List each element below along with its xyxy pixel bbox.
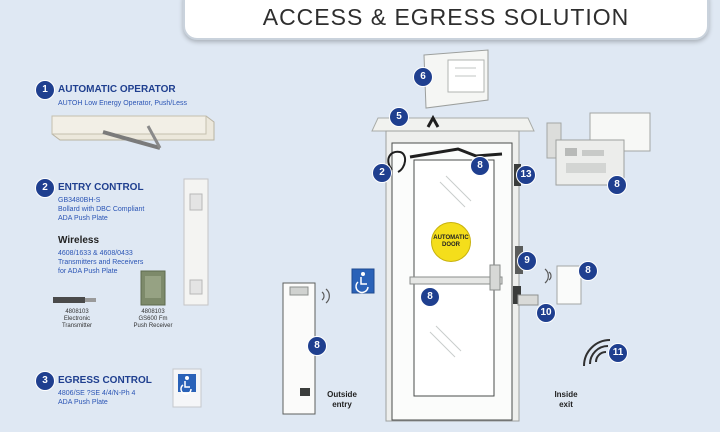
page-title: ACCESS & EGRESS SOLUTION <box>262 4 630 30</box>
transmitter-caption-2: Electronic <box>63 316 91 322</box>
card-reader <box>556 265 582 305</box>
cable-loop <box>387 150 406 173</box>
sticker-line-1: AUTOMATIC <box>433 235 469 241</box>
wireless-line-2: Transmitters and Receivers <box>58 259 144 266</box>
automatic-operator-image <box>51 115 215 150</box>
section-number-operator: 1 <box>35 80 55 100</box>
transmitter-caption-1: 4808103 <box>65 309 89 315</box>
receiver-caption-3: Push Receiver <box>133 323 173 329</box>
marker-operator-arm: 8 <box>470 156 490 176</box>
wireless-line-1: 4608/1633 & 4608/0433 <box>58 250 133 257</box>
wireless-line-3: for ADA Push Plate <box>58 268 118 275</box>
marker-reader-side: 9 <box>517 251 537 271</box>
section-title-operator: AUTOMATIC OPERATOR <box>58 84 176 95</box>
marker-header: 5 <box>389 107 409 127</box>
entry-line-1: GB3480BH-S <box>58 197 101 204</box>
marker-push-bar: 8 <box>420 287 440 307</box>
inside-label-2: exit <box>559 400 573 409</box>
outside-label-2: entry <box>332 400 352 409</box>
lever-handle <box>517 294 539 306</box>
section-title-entry: ENTRY CONTROL <box>58 182 144 193</box>
section-number-egress: 3 <box>35 371 55 391</box>
marker-handle: 10 <box>536 303 556 323</box>
marker-lock: 13 <box>516 165 536 185</box>
section-subtitle-operator: AUTOH Low Energy Operator, Push/Less <box>58 100 188 107</box>
entry-line-2: Bollard with DBC Compliant <box>58 206 145 213</box>
marker-wireless: 11 <box>608 343 628 363</box>
bollard-push-plate-image <box>183 178 209 306</box>
marker-bollard: 8 <box>307 336 327 356</box>
ada-push-plate-image <box>172 368 202 408</box>
receiver-caption-2: GS600 Fm <box>138 316 168 322</box>
header-bracket <box>426 114 440 128</box>
entry-line-3: ADA Push Plate <box>58 215 108 222</box>
inside-label-1: Inside <box>554 390 578 399</box>
door-header <box>371 117 535 132</box>
handle-lock <box>513 286 521 304</box>
transmitter-caption-3: Transmitter <box>61 323 93 329</box>
sticker-line-2: DOOR <box>442 242 460 248</box>
operator-arm <box>409 147 503 159</box>
section-title-egress: EGRESS CONTROL <box>58 375 152 386</box>
marker-fob: 8 <box>578 261 598 281</box>
wireless-transmitter-image <box>53 297 96 303</box>
push-bar <box>409 276 503 285</box>
section-number-entry: 2 <box>35 178 55 198</box>
egress-line-1: 4806/SE ?SE 4/4/N-Ph 4 <box>58 390 136 397</box>
marker-hinge-cable: 2 <box>372 163 392 183</box>
egress-line-2: ADA Push Plate <box>58 399 108 406</box>
wireless-title: Wireless <box>58 235 100 246</box>
title-tab: ACCESS & EGRESS SOLUTION <box>183 0 709 40</box>
automatic-door-sticker: AUTOMATIC DOOR <box>431 222 471 262</box>
receiver-caption-1: 4808103 <box>141 309 165 315</box>
marker-controller: 8 <box>607 175 627 195</box>
marker-transom: 6 <box>413 67 433 87</box>
wireless-receiver-image <box>140 270 166 306</box>
outside-label-1: Outside <box>327 390 357 399</box>
wireless-signal <box>583 339 611 367</box>
